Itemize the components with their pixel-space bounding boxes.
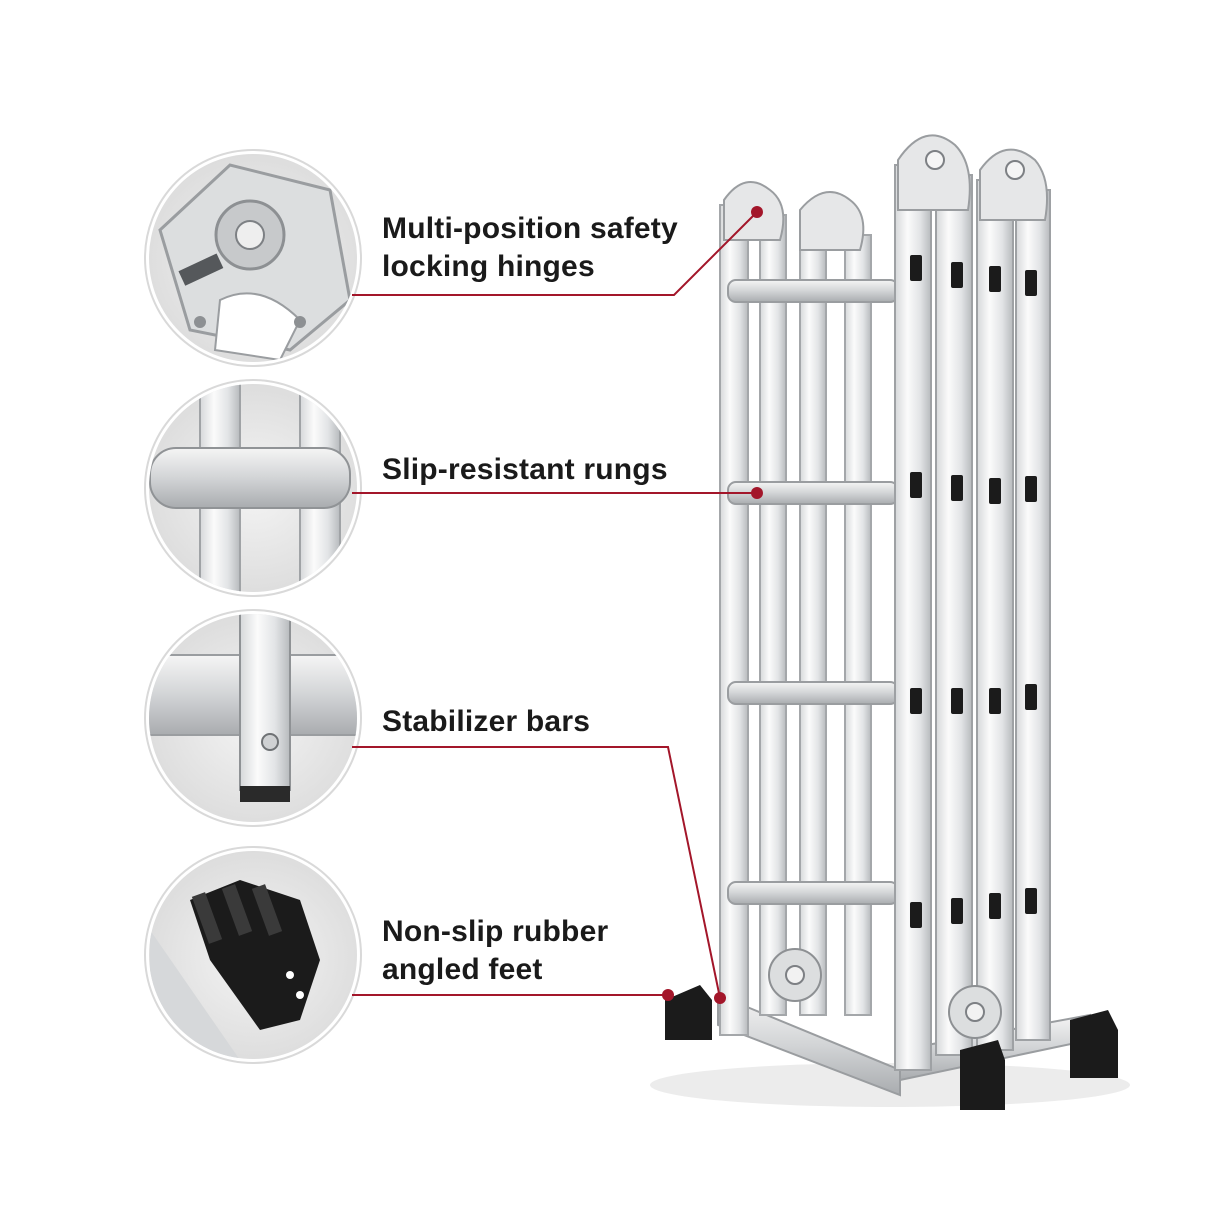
callout-dot-hinges: [751, 206, 763, 218]
callout-line-stabilizer: [352, 746, 721, 999]
feature-label-line: Slip-resistant rungs: [382, 453, 668, 486]
callout-dots: [662, 206, 763, 1004]
callout-dot-feet: [662, 989, 674, 1001]
callout-dot-stabilizer: [714, 992, 726, 1004]
feature-label-line: locking hinges: [382, 250, 595, 283]
feature-label-line: angled feet: [382, 953, 543, 986]
feature-label-line: Multi-position safety: [382, 212, 678, 245]
hinge-closeup: [144, 149, 362, 367]
feature-label-stabilizer: Stabilizer bars: [382, 703, 590, 741]
feature-label-line: Stabilizer bars: [382, 705, 591, 738]
stabilizer-bar-closeup: [144, 609, 362, 827]
rung-closeup: [144, 379, 362, 597]
callout-line-hinges: [352, 211, 758, 296]
callout-dot-rungs: [751, 487, 763, 499]
rubber-foot-closeup: [144, 846, 362, 1064]
callout-lines: [352, 211, 758, 999]
feature-label-rungs: Slip-resistant rungs: [382, 451, 668, 489]
feature-label-hinges: Multi-position safety locking hinges: [382, 210, 678, 286]
feature-label-feet: Non-slip rubber angled feet: [382, 913, 608, 989]
feature-label-line: Non-slip rubber: [382, 915, 609, 948]
folding-ladder-image: [650, 134, 1130, 1110]
